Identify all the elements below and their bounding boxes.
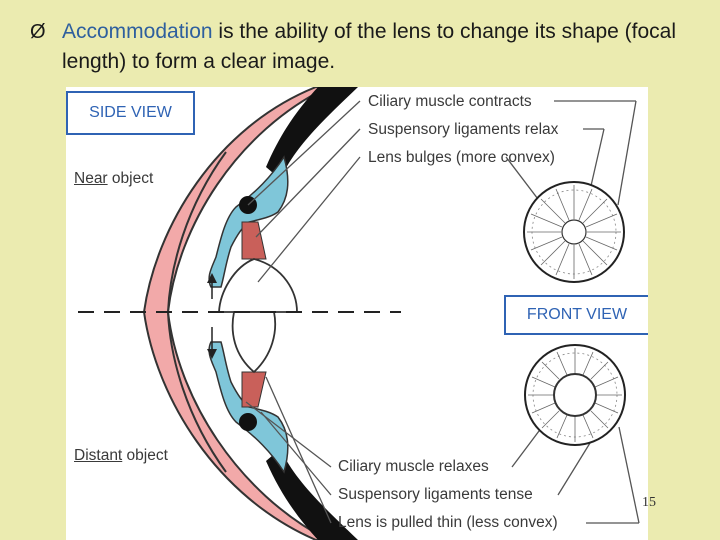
distant-object-underlined: Distant: [74, 447, 123, 464]
bullet-definition: is the ability of the lens to change its…: [62, 20, 677, 73]
leader-line: [245, 401, 332, 468]
leader-line: [617, 100, 637, 206]
front-view-near: [523, 181, 625, 283]
arrow-bullet-icon: Ø: [30, 21, 46, 43]
accommodation-diagram: SIDE VIEW FRONT VIEW Near object Distant…: [66, 87, 648, 540]
eye-illustration: [78, 87, 640, 540]
distant-label-ciliary: Ciliary muscle relaxes: [338, 458, 489, 475]
accommodation-term: Accommodation: [62, 20, 213, 43]
pupil-arrow-head: [207, 349, 217, 359]
near-label-ligaments: Suspensory ligaments relax: [368, 121, 559, 138]
distant-object-label: Distant object: [74, 447, 168, 464]
ligament-bottom: [241, 371, 267, 408]
iris-rays-near: [527, 185, 621, 279]
front-view-label: FRONT VIEW: [504, 295, 648, 335]
leader-line: [618, 426, 640, 524]
front-view-distant: [524, 344, 626, 446]
near-object-label: Near object: [74, 170, 154, 187]
leader-line: [247, 100, 361, 206]
ciliary-process-bottom: [239, 413, 257, 431]
lens-distant: [231, 311, 277, 374]
choroid-bottom: [266, 449, 358, 540]
iris-rays-distant: [528, 348, 622, 442]
choroid-top: [266, 87, 358, 179]
near-label-ciliary: Ciliary muscle contracts: [368, 93, 532, 110]
ligament-top: [241, 221, 267, 260]
lens-near: [218, 258, 298, 313]
sclera-shape: [142, 87, 329, 540]
pupil-arrow-head-up: [207, 273, 217, 283]
slide-number: 15: [642, 495, 656, 510]
distant-label-ligaments: Suspensory ligaments tense: [338, 486, 533, 503]
bullet-text: Accommodation is the ability of the lens…: [62, 17, 712, 77]
leader-line: [255, 128, 361, 238]
near-label-lens: Lens bulges (more convex): [368, 149, 555, 166]
leader-line: [265, 376, 332, 524]
distant-label-lens: Lens is pulled thin (less convex): [338, 514, 558, 531]
leader-line: [257, 156, 361, 283]
side-view-label: SIDE VIEW: [66, 91, 195, 135]
near-object-underlined: Near: [74, 170, 108, 187]
leader-line: [260, 411, 332, 496]
